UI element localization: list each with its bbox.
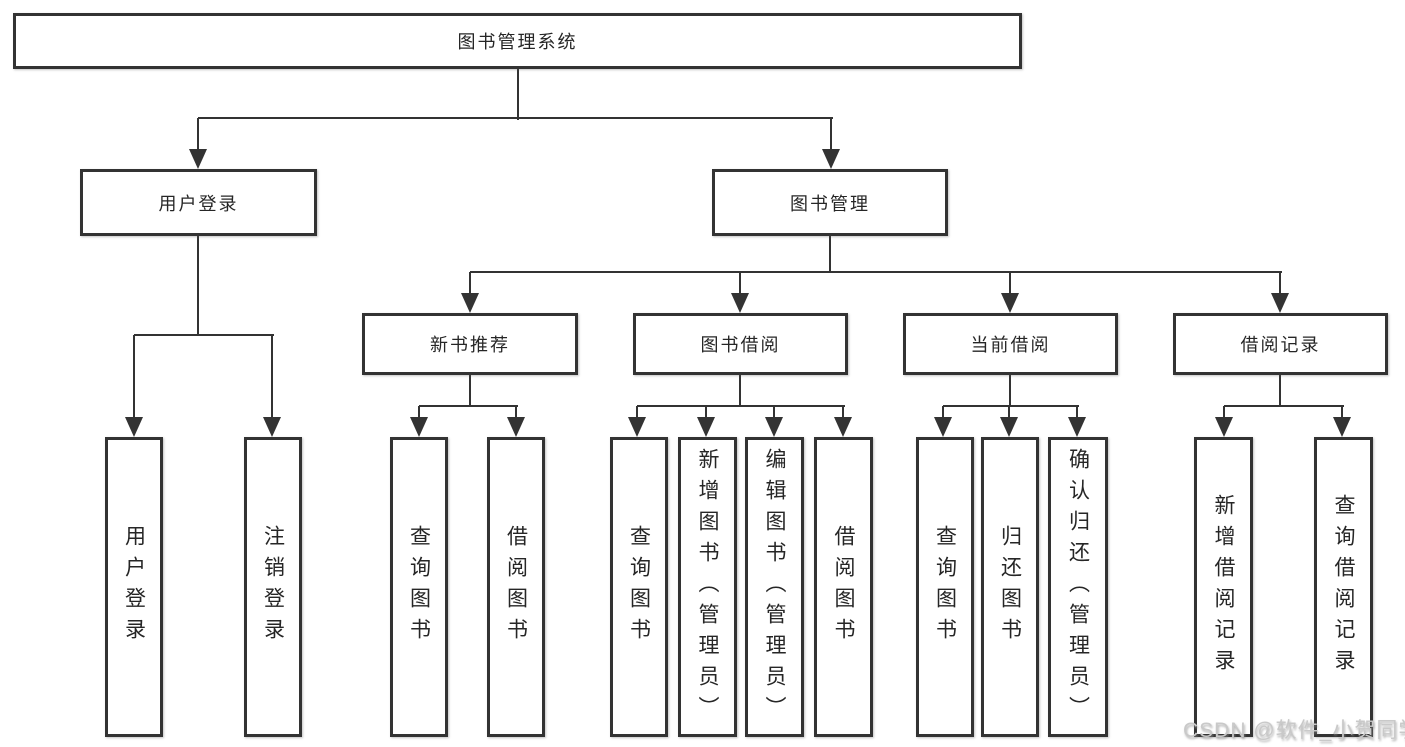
connector-line <box>419 405 518 407</box>
leaf-query-books-borrowing: 查询图书 <box>610 437 668 737</box>
connector-line <box>1009 272 1011 294</box>
node-book-borrowing: 图书借阅 <box>633 313 848 375</box>
connector-line <box>1223 406 1225 419</box>
connector-line <box>1224 405 1344 407</box>
connector-line <box>1279 374 1281 407</box>
connector-line <box>198 117 833 119</box>
connector-line <box>271 335 273 417</box>
arrow-down-icon <box>697 417 715 437</box>
connector-line <box>1076 406 1078 419</box>
arrow-down-icon <box>1001 293 1019 313</box>
arrow-down-icon <box>1068 417 1086 437</box>
node-label: 新增借阅记录 <box>1212 494 1235 680</box>
node-label: 查询图书 <box>407 525 431 649</box>
connector-line <box>739 374 741 407</box>
connector-line <box>517 69 519 120</box>
connector-line <box>637 405 845 407</box>
arrow-down-icon <box>1000 417 1018 437</box>
arrow-down-icon <box>189 149 207 169</box>
connector-line <box>773 406 775 419</box>
node-label: 图书借阅 <box>700 335 781 355</box>
arrow-down-icon <box>1333 417 1351 437</box>
leaf-add-book-admin: 新增图书（管理员） <box>678 437 737 737</box>
leaf-query-books-current: 查询图书 <box>916 437 974 737</box>
arrow-down-icon <box>410 417 428 437</box>
node-label: 图书管理 <box>790 193 870 214</box>
connector-line <box>469 272 471 294</box>
connector-line <box>1008 406 1010 419</box>
node-label: 归还图书 <box>998 525 1022 649</box>
arrow-down-icon <box>834 417 852 437</box>
node-user-login: 用户登录 <box>80 169 317 236</box>
arrow-down-icon <box>1271 293 1289 313</box>
connector-line <box>830 118 832 150</box>
connector-line <box>197 235 199 336</box>
leaf-logout: 注销登录 <box>244 437 302 737</box>
leaf-query-books-recommend: 查询图书 <box>390 437 448 737</box>
connector-line <box>829 235 831 273</box>
connector-line <box>1279 272 1281 294</box>
node-label: 用户登录 <box>158 193 239 214</box>
leaf-borrow-books-recommend: 借阅图书 <box>487 437 545 737</box>
arrow-down-icon <box>731 293 749 313</box>
node-label: 确认归还（管理员） <box>1066 447 1090 727</box>
leaf-confirm-return-admin: 确认归还（管理员） <box>1048 437 1108 737</box>
arrow-down-icon <box>1215 417 1233 437</box>
arrow-down-icon <box>263 417 281 437</box>
connector-line <box>515 406 517 419</box>
connector-line <box>133 335 135 417</box>
connector-line <box>842 406 844 419</box>
node-new-book-recommend: 新书推荐 <box>362 313 578 375</box>
node-library-system: 图书管理系统 <box>13 13 1022 69</box>
leaf-edit-book-admin: 编辑图书（管理员） <box>745 437 804 737</box>
node-label: 注销登录 <box>261 525 285 649</box>
leaf-return-book: 归还图书 <box>981 437 1039 737</box>
connector-line <box>197 118 199 150</box>
node-label: 新增图书（管理员） <box>696 447 719 727</box>
connector-line <box>705 406 707 419</box>
node-label: 查询图书 <box>627 525 651 649</box>
connector-line <box>942 406 944 419</box>
connector-line <box>469 374 471 407</box>
leaf-query-borrow-record: 查询借阅记录 <box>1314 437 1373 737</box>
node-label: 借阅图书 <box>504 525 528 649</box>
node-current-borrowing: 当前借阅 <box>903 313 1118 375</box>
connector-line <box>739 272 741 294</box>
node-label: 图书管理系统 <box>457 32 578 52</box>
connector-line <box>134 334 274 336</box>
node-label: 借阅图书 <box>832 525 855 649</box>
node-book-management: 图书管理 <box>712 169 948 236</box>
connector-line <box>470 271 1282 273</box>
node-borrowing-records: 借阅记录 <box>1173 313 1388 375</box>
node-label: 用户登录 <box>122 525 146 649</box>
arrow-down-icon <box>628 417 646 437</box>
connector-line <box>1341 406 1343 419</box>
node-label: 借阅记录 <box>1240 335 1321 355</box>
leaf-user-login: 用户登录 <box>105 437 163 737</box>
leaf-borrow-books: 借阅图书 <box>814 437 873 737</box>
csdn-watermark: CSDN @软件_小贺同学 <box>1183 719 1405 742</box>
leaf-add-borrow-record: 新增借阅记录 <box>1194 437 1253 737</box>
connector-line <box>418 406 420 419</box>
arrow-down-icon <box>125 417 143 437</box>
node-label: 查询图书 <box>933 525 957 649</box>
arrow-down-icon <box>934 417 952 437</box>
connector-line <box>943 405 1079 407</box>
arrow-down-icon <box>822 149 840 169</box>
node-label: 新书推荐 <box>430 335 510 355</box>
node-label: 编辑图书（管理员） <box>763 447 786 727</box>
arrow-down-icon <box>507 417 525 437</box>
arrow-down-icon <box>461 293 479 313</box>
connector-line <box>636 406 638 419</box>
node-label: 查询借阅记录 <box>1332 494 1355 680</box>
node-label: 当前借阅 <box>970 335 1051 355</box>
connector-line <box>1009 374 1011 407</box>
arrow-down-icon <box>765 417 783 437</box>
